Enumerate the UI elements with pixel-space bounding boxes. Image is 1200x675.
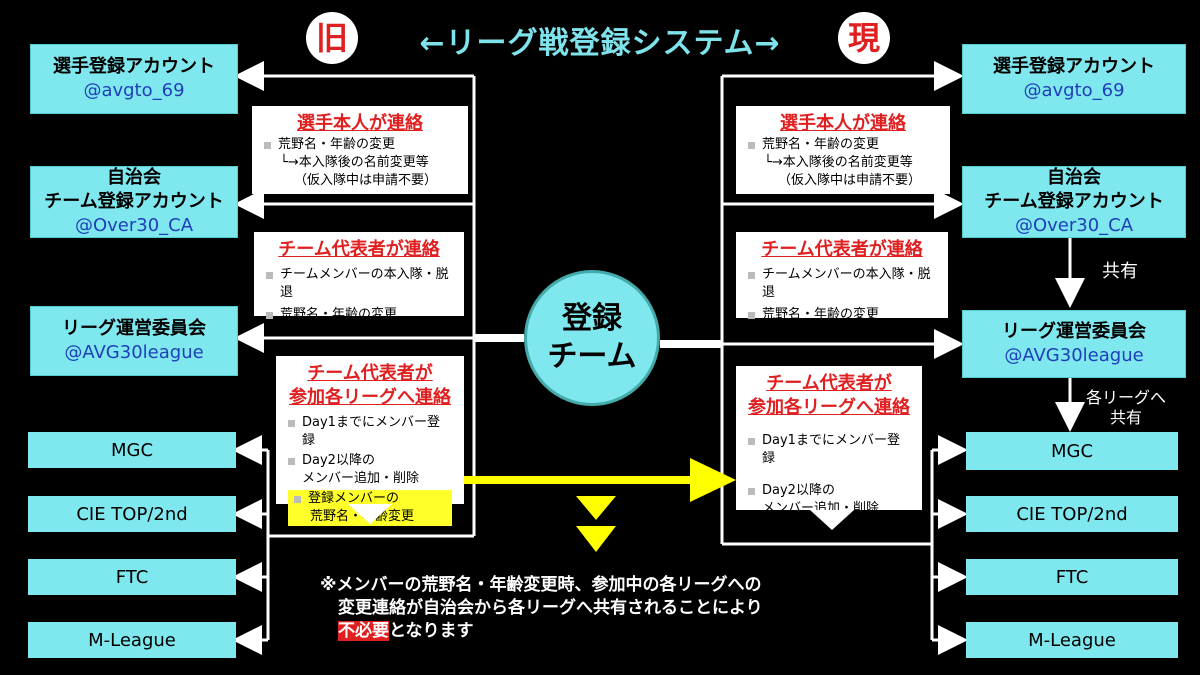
share-each-label-line1: 各リーグへ bbox=[1085, 388, 1166, 407]
new-league-mleague: M-League bbox=[966, 622, 1178, 658]
note-subitem: （仮入隊中は申請不要） bbox=[778, 173, 922, 188]
note-item: Day2以降の bbox=[288, 452, 452, 470]
note-head: 参加各リーグへ連絡 bbox=[748, 397, 910, 418]
note-head: 参加各リーグへ連絡 bbox=[289, 387, 451, 408]
new-player-note: 選手本人が連絡 荒野名・年齢の変更 └→本入隊後の名前変更等 （仮入隊中は申請不… bbox=[736, 106, 950, 194]
note-item: 登録メンバーの bbox=[294, 490, 452, 508]
team-account-handle: @Over30_CA bbox=[1014, 215, 1134, 236]
footer-red-emphasis: 不必要 bbox=[338, 621, 389, 641]
league-committee-name: リーグ運営委員会 bbox=[62, 318, 206, 339]
new-badge: 現 bbox=[838, 12, 890, 64]
footer-line2: 変更連絡が自治会から各リーグへ共有されることにより bbox=[338, 598, 763, 618]
team-account-handle: @Over30_CA bbox=[74, 215, 194, 236]
yellow-down-triangle-1 bbox=[576, 496, 616, 520]
player-account-handle: @avgto_69 bbox=[1023, 80, 1125, 101]
note-item: Day1までにメンバー登録 bbox=[748, 432, 910, 468]
note-head: チーム代表者が連絡 bbox=[761, 239, 923, 260]
old-league-note-tail bbox=[348, 504, 392, 524]
note-item: Day1までにメンバー登録 bbox=[288, 414, 452, 450]
note-item: Day2以降の bbox=[748, 482, 910, 500]
team-account-line2: チーム登録アカウント bbox=[984, 191, 1164, 212]
new-league-note: チーム代表者が 参加各リーグへ連絡 Day1までにメンバー登録 Day2以降の … bbox=[736, 366, 922, 516]
note-item: 荒野名・年齢の変更 bbox=[266, 306, 452, 324]
center-line2: チーム bbox=[547, 339, 637, 374]
note-subitem: メンバー追加・削除 bbox=[302, 471, 420, 486]
note-subitem: └→本入隊後の名前変更等 bbox=[280, 155, 429, 170]
share-each-label-line2: 共有 bbox=[1109, 408, 1142, 427]
yellow-move-arrow-head bbox=[690, 458, 736, 502]
new-league-ftc: FTC bbox=[966, 559, 1178, 595]
note-head: 選手本人が連絡 bbox=[780, 113, 906, 134]
team-account-line2: チーム登録アカウント bbox=[44, 191, 224, 212]
center-line1: 登録 bbox=[562, 301, 622, 336]
player-account-name: 選手登録アカウント bbox=[53, 56, 215, 77]
old-league-mgc: MGC bbox=[28, 432, 236, 468]
old-league-ftc: FTC bbox=[28, 559, 236, 595]
note-item: 荒野名・年齢の変更 bbox=[748, 136, 938, 154]
yellow-down-triangle-2 bbox=[576, 526, 616, 552]
note-head: チーム代表者が bbox=[766, 373, 892, 394]
footer-line1: ※メンバーの荒野名・年齢変更時、参加中の各リーグへの bbox=[320, 575, 762, 595]
new-rep-note: チーム代表者が連絡 チームメンバーの本入隊・脱退 荒野名・年齢の変更 bbox=[736, 232, 948, 322]
footer-line3-rest: となります bbox=[389, 621, 474, 641]
old-league-note: チーム代表者が 参加各リーグへ連絡 Day1までにメンバー登録 Day2以降の … bbox=[276, 356, 464, 526]
old-player-note: 選手本人が連絡 荒野名・年齢の変更 └→本入隊後の名前変更等 （仮入隊中は申請不… bbox=[252, 106, 468, 194]
footer-note: ※メンバーの荒野名・年齢変更時、参加中の各リーグへの 変更連絡が自治会から各リー… bbox=[320, 574, 920, 643]
title-bar: 旧 ←リーグ戦登録システム→ 現 bbox=[0, 12, 1200, 64]
player-account-handle: @avgto_69 bbox=[83, 80, 185, 101]
player-account-name: 選手登録アカウント bbox=[993, 56, 1155, 77]
new-league-cie: CIE TOP/2nd bbox=[966, 496, 1178, 532]
note-head: 選手本人が連絡 bbox=[297, 113, 423, 134]
old-league-committee-box: リーグ運営委員会 @AVG30league bbox=[30, 306, 238, 376]
old-player-account-box: 選手登録アカウント @avgto_69 bbox=[30, 44, 238, 114]
team-account-line1: 自治会 bbox=[107, 167, 161, 188]
new-team-account-box: 自治会 チーム登録アカウント @Over30_CA bbox=[962, 166, 1186, 238]
old-rep-note: チーム代表者が連絡 チームメンバーの本入隊・脱退 荒野名・年齢の変更 bbox=[254, 232, 464, 322]
team-account-line1: 自治会 bbox=[1047, 167, 1101, 188]
registration-team-circle: 登録 チーム bbox=[524, 270, 660, 406]
note-head: チーム代表者が連絡 bbox=[278, 239, 440, 260]
note-item: 荒野名・年齢の変更 bbox=[264, 136, 456, 154]
new-league-note-tail bbox=[810, 510, 854, 530]
note-item: チームメンバーの本入隊・脱退 bbox=[748, 266, 936, 302]
footer-line3: 不必要となります bbox=[320, 620, 920, 643]
old-league-mleague: M-League bbox=[28, 622, 236, 658]
share-label: 共有 bbox=[1102, 261, 1138, 282]
new-player-account-box: 選手登録アカウント @avgto_69 bbox=[962, 44, 1186, 114]
new-league-mgc: MGC bbox=[966, 432, 1178, 470]
league-committee-handle: @AVG30league bbox=[1004, 345, 1144, 366]
note-subitem: （仮入隊中は申請不要） bbox=[294, 173, 438, 188]
old-team-account-box: 自治会 チーム登録アカウント @Over30_CA bbox=[30, 166, 238, 238]
old-badge: 旧 bbox=[306, 12, 358, 64]
old-league-cie: CIE TOP/2nd bbox=[28, 496, 236, 532]
league-committee-name: リーグ運営委員会 bbox=[1002, 321, 1146, 342]
new-league-committee-box: リーグ運営委員会 @AVG30league bbox=[962, 310, 1186, 378]
note-subitem: └→本入隊後の名前変更等 bbox=[764, 155, 913, 170]
page-title: ←リーグ戦登録システム→ bbox=[419, 26, 781, 61]
note-head: チーム代表者が bbox=[307, 363, 433, 384]
league-committee-handle: @AVG30league bbox=[64, 342, 204, 363]
note-item: 荒野名・年齢の変更 bbox=[748, 306, 936, 324]
note-item: チームメンバーの本入隊・脱退 bbox=[266, 266, 452, 302]
